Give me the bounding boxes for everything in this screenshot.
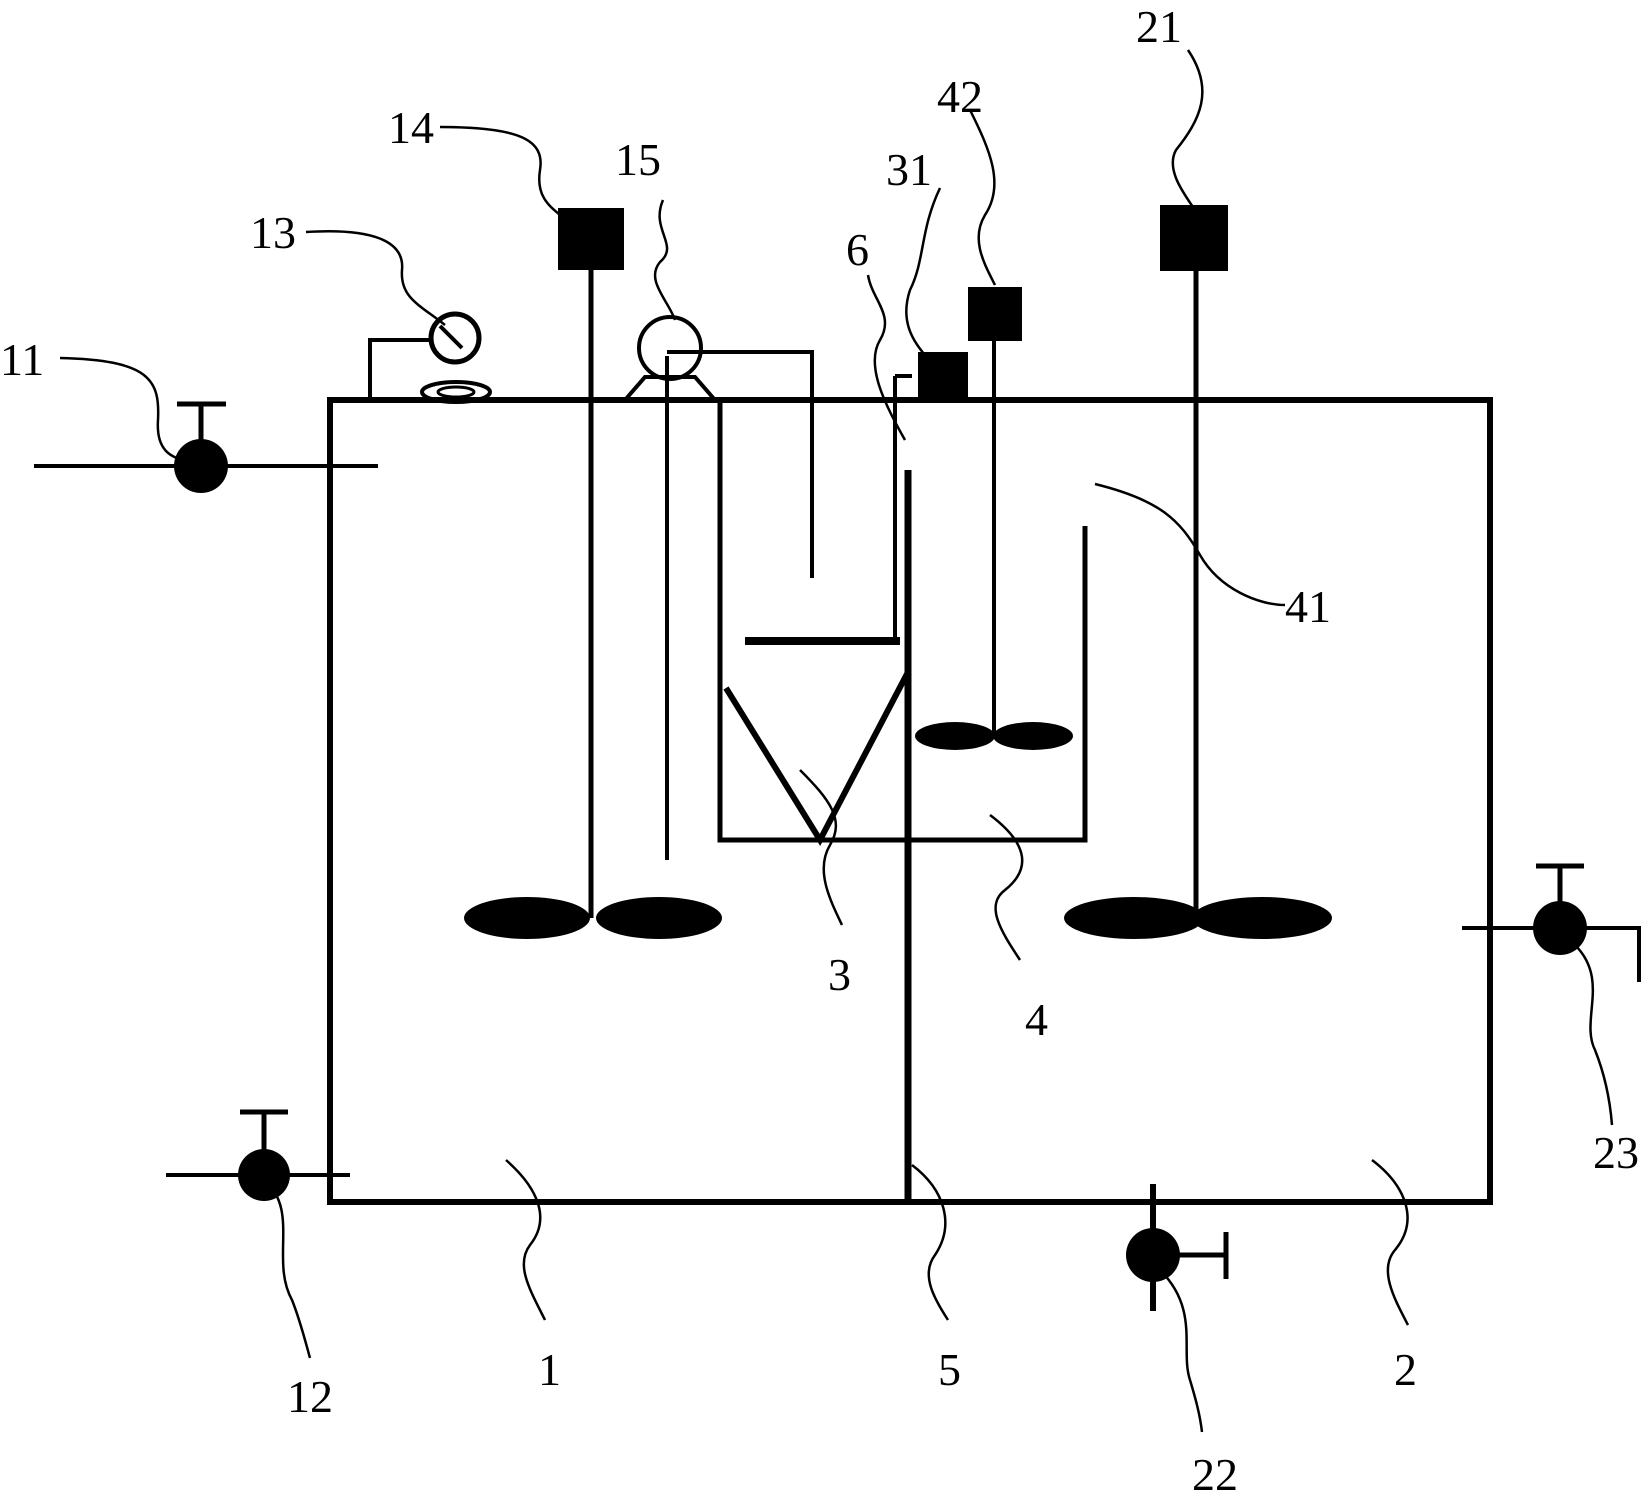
leader-12 bbox=[263, 1179, 312, 1359]
leader-13 bbox=[305, 230, 446, 326]
label-3: 3 bbox=[828, 949, 851, 1000]
leader-5 bbox=[911, 1164, 950, 1321]
leader-1 bbox=[505, 1159, 547, 1321]
gauge-needle bbox=[438, 324, 464, 350]
label-12: 12 bbox=[287, 1371, 333, 1422]
inner-vessel-outline bbox=[717, 400, 1088, 843]
label-15: 15 bbox=[615, 134, 661, 185]
agitator-blade-4-right bbox=[993, 722, 1073, 750]
leader-3 bbox=[799, 769, 844, 926]
gauge-base-inner bbox=[436, 385, 476, 399]
gauge-base-outer bbox=[420, 380, 492, 404]
label-4: 4 bbox=[1025, 994, 1048, 1045]
label-23: 23 bbox=[1593, 1127, 1639, 1178]
pump-outlet-pipe bbox=[667, 350, 814, 578]
pump-15 bbox=[637, 315, 703, 381]
label-6: 6 bbox=[846, 224, 869, 275]
label-41: 41 bbox=[1285, 581, 1331, 632]
sensor-31 bbox=[918, 352, 968, 400]
label-22: 22 bbox=[1192, 1449, 1238, 1495]
pump-base bbox=[623, 375, 717, 402]
leader-4 bbox=[989, 814, 1024, 961]
label-2: 2 bbox=[1394, 1344, 1417, 1395]
leader-6 bbox=[866, 274, 907, 441]
label-31: 31 bbox=[886, 144, 932, 195]
leader-15 bbox=[653, 199, 677, 321]
settler-cone bbox=[723, 670, 911, 847]
motor-42 bbox=[968, 287, 1022, 341]
leader-31 bbox=[905, 187, 942, 356]
leader-23 bbox=[1574, 944, 1614, 1126]
gauge-pipe bbox=[368, 338, 431, 400]
label-14: 14 bbox=[388, 102, 434, 153]
label-13: 13 bbox=[250, 207, 296, 258]
leader-41 bbox=[1094, 482, 1286, 607]
outlet-pipe-23 bbox=[1462, 926, 1641, 982]
label-5: 5 bbox=[938, 1344, 961, 1395]
motor-21 bbox=[1160, 205, 1228, 271]
agitator-blade-2-right bbox=[1192, 897, 1332, 939]
label-21: 21 bbox=[1136, 1, 1182, 52]
leader-14 bbox=[439, 125, 561, 216]
leader-21 bbox=[1171, 49, 1204, 211]
agitator-blade-2-left bbox=[1064, 897, 1204, 939]
leader-2 bbox=[1371, 1159, 1410, 1326]
leader-11 bbox=[59, 356, 191, 464]
leader-22 bbox=[1159, 1269, 1204, 1433]
label-42: 42 bbox=[937, 71, 983, 122]
motor-14 bbox=[558, 208, 624, 270]
label-11: 11 bbox=[0, 334, 44, 385]
agitator-blade-1-left bbox=[464, 897, 590, 939]
agitator-blade-4-left bbox=[915, 722, 995, 750]
leader-42 bbox=[968, 109, 997, 286]
agitator-blade-1-right bbox=[596, 897, 722, 939]
label-1: 1 bbox=[538, 1344, 561, 1395]
